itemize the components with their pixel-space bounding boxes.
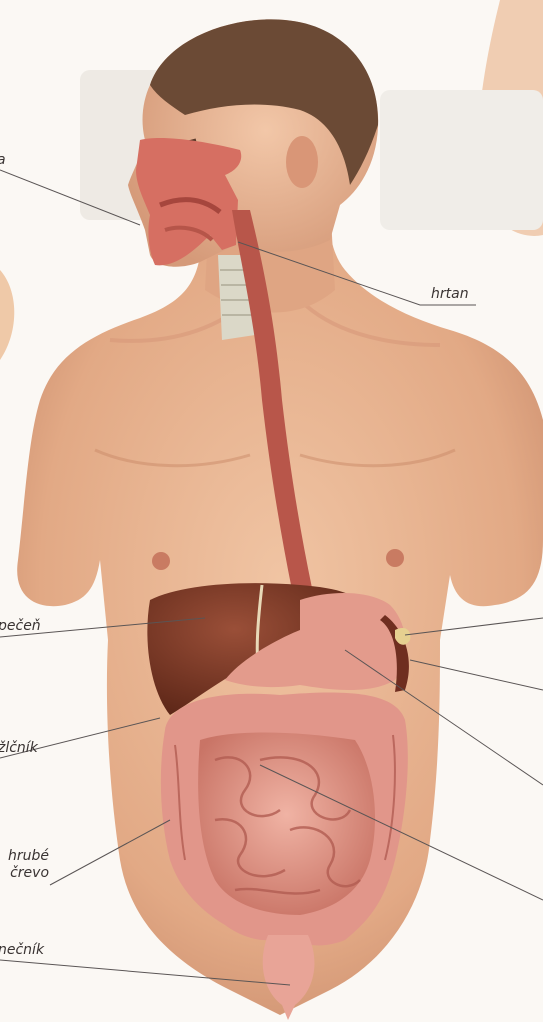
small-intestine bbox=[198, 733, 375, 916]
label-partial-top: a bbox=[0, 152, 6, 169]
label-liver: pečeň bbox=[0, 618, 41, 635]
label-gallbladder: žlčník bbox=[0, 740, 38, 757]
label-larynx: hrtan bbox=[431, 286, 469, 303]
label-large-intestine-line2: črevo bbox=[8, 865, 49, 882]
ear bbox=[286, 136, 318, 188]
label-partial-rectum: nečník bbox=[0, 942, 44, 959]
label-large-intestine-line1: hrubé bbox=[8, 848, 49, 865]
label-large-intestine: hrubé črevo bbox=[8, 848, 49, 882]
